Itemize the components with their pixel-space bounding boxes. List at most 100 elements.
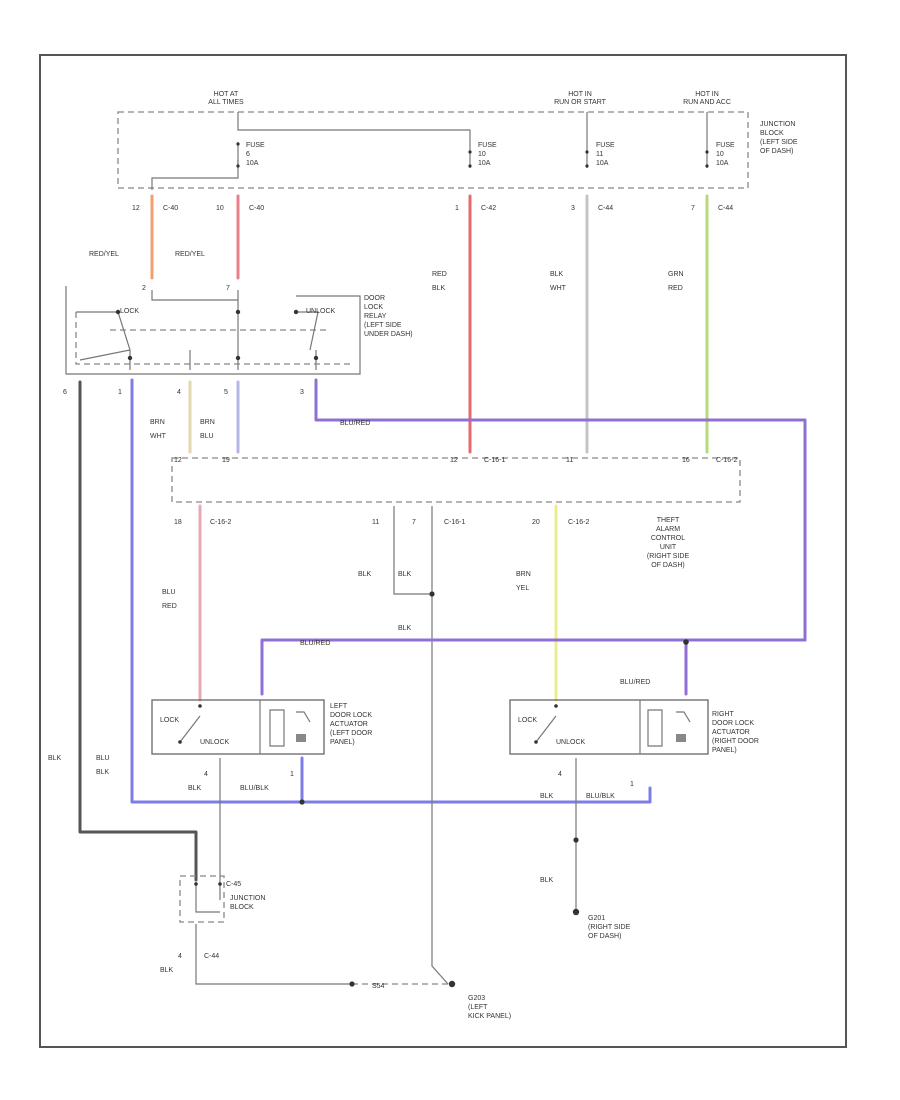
svg-text:BLK: BLK xyxy=(160,967,174,974)
svg-text:C-16-2: C-16-2 xyxy=(716,457,738,464)
svg-text:BLK: BLK xyxy=(540,877,554,884)
svg-text:C-16-1: C-16-1 xyxy=(444,519,466,526)
wire-blk-loop xyxy=(393,506,432,595)
svg-text:18: 18 xyxy=(174,519,182,526)
svg-text:BLU/BLK: BLU/BLK xyxy=(240,785,269,792)
svg-text:C-40: C-40 xyxy=(163,205,178,212)
svg-text:2: 2 xyxy=(142,285,146,292)
svg-text:C-16-2: C-16-2 xyxy=(210,519,232,526)
svg-text:7: 7 xyxy=(691,205,695,212)
svg-text:11: 11 xyxy=(372,519,379,526)
svg-text:12: 12 xyxy=(450,457,458,464)
svg-text:5: 5 xyxy=(224,389,228,396)
svg-text:7: 7 xyxy=(226,285,230,292)
wire-blk-center xyxy=(431,506,449,985)
svg-text:LOCK: LOCK xyxy=(120,308,139,315)
svg-text:3: 3 xyxy=(571,205,575,212)
svg-text:16: 16 xyxy=(682,457,690,464)
svg-text:UNLOCK: UNLOCK xyxy=(200,739,230,746)
svg-text:UNLOCK: UNLOCK xyxy=(306,308,336,315)
wire-blu-blk xyxy=(130,378,652,804)
svg-text:20: 20 xyxy=(532,519,540,526)
svg-text:3: 3 xyxy=(300,389,304,396)
svg-text:C-16-2: C-16-2 xyxy=(568,519,590,526)
svg-text:BLK: BLK xyxy=(398,625,412,632)
svg-text:BLK: BLK xyxy=(358,571,372,578)
svg-text:4: 4 xyxy=(558,771,562,778)
svg-text:1: 1 xyxy=(118,389,122,396)
svg-text:BLU/RED: BLU/RED xyxy=(340,420,370,427)
svg-text:RED/YEL: RED/YEL xyxy=(89,251,119,258)
svg-text:7: 7 xyxy=(412,519,416,526)
svg-text:4: 4 xyxy=(177,389,181,396)
svg-text:BLK: BLK xyxy=(188,785,202,792)
svg-text:6: 6 xyxy=(63,389,67,396)
svg-text:BLU/BLK: BLU/BLK xyxy=(586,793,615,800)
svg-text:C-44: C-44 xyxy=(718,205,733,212)
wire-blu-red-top xyxy=(314,378,807,642)
svg-text:BLK: BLK xyxy=(540,793,554,800)
svg-text:11: 11 xyxy=(566,457,573,464)
svg-text:BLK: BLK xyxy=(398,571,412,578)
svg-text:RED/YEL: RED/YEL xyxy=(175,251,205,258)
svg-text:C-16-1: C-16-1 xyxy=(484,457,506,464)
svg-text:4: 4 xyxy=(204,771,208,778)
svg-text:1: 1 xyxy=(630,781,634,788)
svg-text:C-42: C-42 xyxy=(481,205,496,212)
wire-bottom-blk xyxy=(195,924,352,985)
svg-text:1: 1 xyxy=(455,205,459,212)
svg-text:UNLOCK: UNLOCK xyxy=(556,739,586,746)
svg-text:C-45: C-45 xyxy=(226,881,241,888)
svg-text:19: 19 xyxy=(222,457,230,464)
svg-text:BLK: BLK xyxy=(48,755,62,762)
diagram-frame xyxy=(39,54,847,1048)
svg-text:C-40: C-40 xyxy=(249,205,264,212)
svg-text:1: 1 xyxy=(290,771,294,778)
svg-text:BLU/RED: BLU/RED xyxy=(300,640,330,647)
svg-text:LOCK: LOCK xyxy=(160,717,179,724)
svg-text:10: 10 xyxy=(216,205,224,212)
svg-text:4: 4 xyxy=(178,953,182,960)
svg-text:C-44: C-44 xyxy=(204,953,219,960)
wire-blk-left xyxy=(78,380,198,882)
svg-text:LOCK: LOCK xyxy=(518,717,537,724)
wire-blu-red-mid xyxy=(260,638,807,696)
svg-text:S54: S54 xyxy=(372,983,385,990)
svg-text:12: 12 xyxy=(132,205,140,212)
svg-text:C-44: C-44 xyxy=(598,205,613,212)
